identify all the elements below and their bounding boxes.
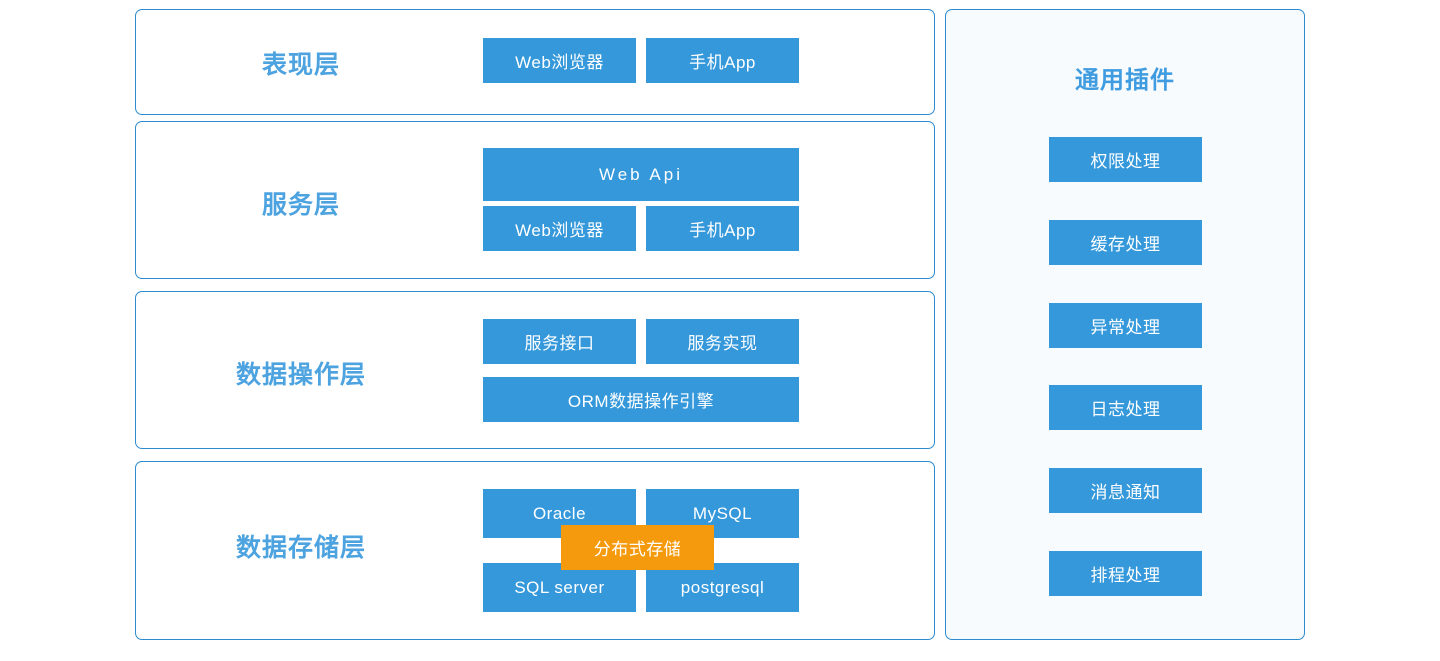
node-postgresql[interactable]: postgresql [646, 563, 799, 612]
node-orm-engine[interactable]: ORM数据操作引擎 [483, 377, 799, 422]
layer-panel-data-operation: 数据操作层 服务接口 服务实现 ORM数据操作引擎 [135, 291, 935, 449]
layer-label-data-operation: 数据操作层 [235, 361, 367, 389]
layer-label-service: 服务层 [261, 191, 341, 219]
node-web-browser-service[interactable]: Web浏览器 [483, 206, 636, 251]
node-web-browser-presentation[interactable]: Web浏览器 [483, 38, 636, 83]
plugin-panel: 通用插件 权限处理 缓存处理 异常处理 日志处理 消息通知 排程处理 [945, 9, 1305, 640]
node-sql-server[interactable]: SQL server [483, 563, 636, 612]
plugin-item-notification[interactable]: 消息通知 [1049, 468, 1202, 513]
plugin-item-cache[interactable]: 缓存处理 [1049, 220, 1202, 265]
plugin-item-logging[interactable]: 日志处理 [1049, 385, 1202, 430]
node-mobile-app-presentation[interactable]: 手机App [646, 38, 799, 83]
node-web-api[interactable]: Web Api [483, 148, 799, 201]
layer-label-data-storage: 数据存储层 [235, 534, 367, 562]
node-service-interface[interactable]: 服务接口 [483, 319, 636, 364]
node-mobile-app-service[interactable]: 手机App [646, 206, 799, 251]
node-service-implementation[interactable]: 服务实现 [646, 319, 799, 364]
node-oracle[interactable]: Oracle [483, 489, 636, 538]
layer-label-presentation: 表现层 [261, 51, 341, 79]
node-distributed-storage[interactable]: 分布式存储 [561, 525, 714, 570]
plugin-item-exception[interactable]: 异常处理 [1049, 303, 1202, 348]
layer-panel-service: 服务层 Web Api Web浏览器 手机App [135, 121, 935, 279]
plugin-panel-title: 通用插件 [1075, 67, 1175, 94]
plugin-item-scheduling[interactable]: 排程处理 [1049, 551, 1202, 596]
plugin-item-permission[interactable]: 权限处理 [1049, 137, 1202, 182]
layer-panel-data-storage: 数据存储层 Oracle MySQL SQL server postgresql… [135, 461, 935, 640]
layer-panel-presentation: 表现层 Web浏览器 手机App [135, 9, 935, 115]
